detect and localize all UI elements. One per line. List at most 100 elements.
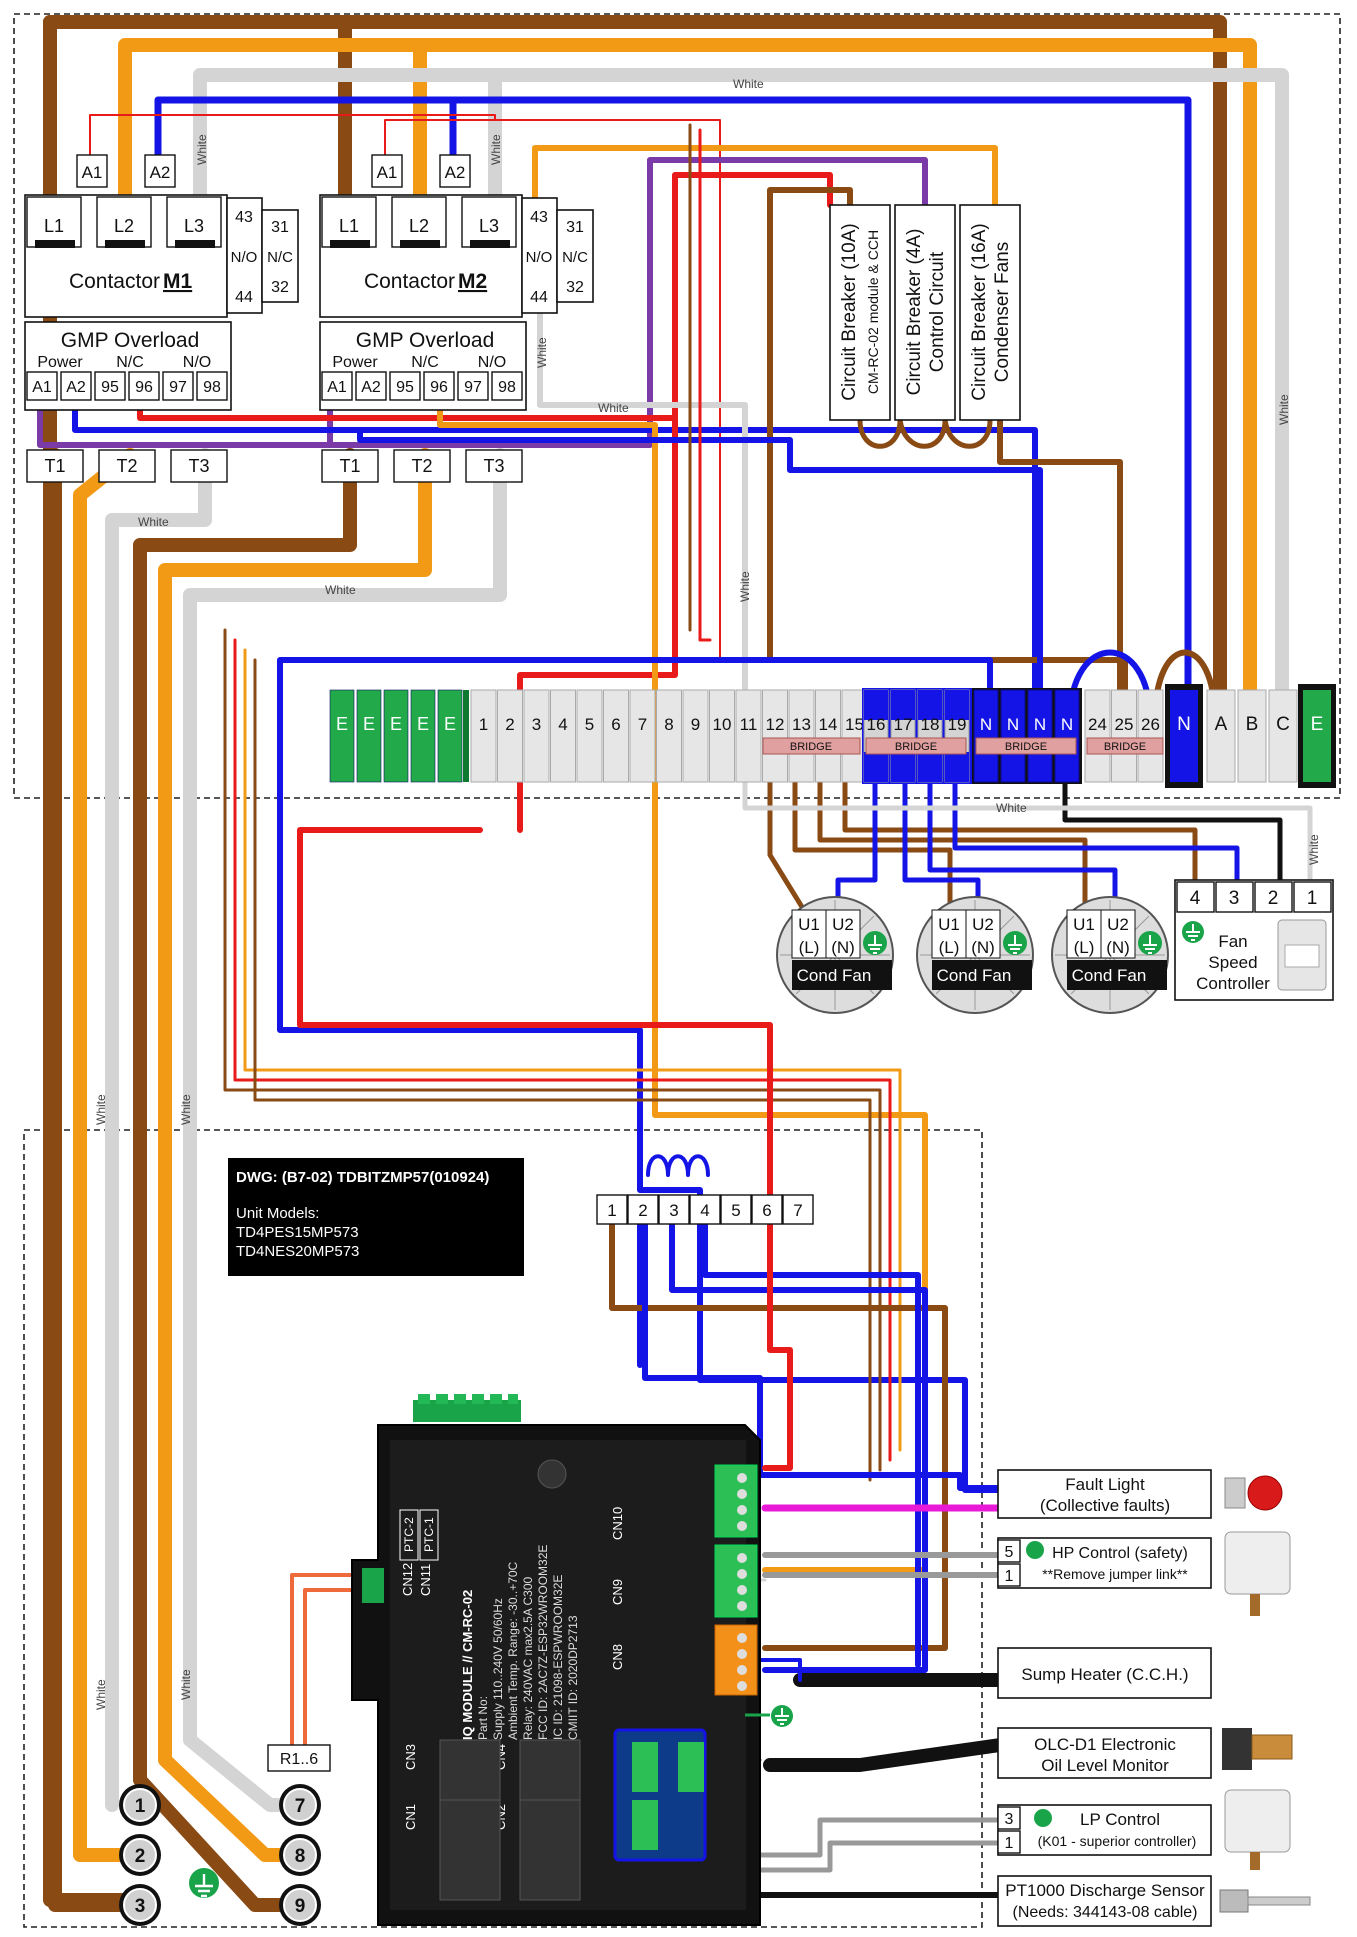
brown-breaker-loops	[857, 417, 993, 449]
brown-fan-supply	[997, 417, 1123, 723]
fan-u1: U1	[798, 915, 820, 934]
blue-terminal: 17	[894, 715, 913, 734]
cn9-label: CN9	[610, 1579, 625, 1605]
junction-terminal: 4	[700, 1201, 709, 1220]
blue-fsc-3	[952, 777, 1240, 888]
cn9-connector	[714, 1544, 758, 1618]
compressor-terminal: 1	[119, 1784, 161, 1826]
aux-44: 44	[235, 289, 253, 306]
junction-terminal: 6	[762, 1201, 771, 1220]
brown-m2-t1	[133, 448, 357, 1912]
red-bundle-2	[698, 128, 712, 642]
earth-terminal: E	[444, 714, 456, 734]
compressor-terminal-label: 8	[295, 1846, 306, 1867]
white-label: White	[325, 583, 356, 597]
overload-nc: N/C	[116, 354, 144, 371]
overload-terminal: 95	[101, 379, 119, 396]
aux-no: N/O	[526, 249, 553, 266]
breaker-subtitle: Condenser Fans	[992, 242, 1013, 382]
output-terminal: T3	[483, 456, 504, 476]
contactor-name: Contactor	[364, 270, 455, 293]
fan-u2: U2	[832, 915, 854, 934]
aux-32: 32	[566, 279, 584, 296]
blue-fault-wire	[277, 657, 1003, 1493]
sump-line: Sump Heater (C.C.H.)	[1021, 1665, 1188, 1684]
hp-line-2: **Remove jumper link**	[1042, 1566, 1188, 1582]
breaker-title: Circuit Breaker (16A)	[969, 223, 990, 400]
red-j6	[762, 1202, 793, 1471]
white-label: White	[598, 401, 629, 415]
red-thin-wire	[89, 114, 496, 161]
fan-u1: U1	[1073, 915, 1095, 934]
phase-terminal: A	[1215, 714, 1228, 735]
breaker-title: Circuit Breaker (4A)	[904, 229, 925, 396]
white-label: White	[179, 1669, 193, 1700]
aux-44: 44	[530, 289, 548, 306]
overload-power: Power	[332, 354, 378, 371]
strip-terminal: 12	[766, 715, 785, 734]
olc-device-image	[1222, 1728, 1252, 1770]
overload-terminal: 96	[135, 379, 153, 396]
orange-supply-wire	[118, 38, 1257, 727]
ptc1-label: PTC-1	[422, 1517, 436, 1552]
fault-line-1: Fault Light	[1065, 1475, 1145, 1494]
blue-j3	[669, 1202, 928, 1673]
blue-junction-loops	[646, 1154, 710, 1177]
aux-43: 43	[530, 209, 548, 226]
white-label: White	[733, 77, 764, 91]
dwg-title: DWG: (B7-02) TDBITZMP57(010924)	[236, 1169, 489, 1186]
fsc-terminal: 2	[1268, 888, 1279, 909]
neutral-terminal: N	[980, 715, 992, 734]
module-info-5: FCC ID: 2AC7Z-ESP32WROOM32E	[536, 1545, 550, 1740]
contactor-name: Contactor	[69, 270, 160, 293]
orange-m2-t2	[158, 448, 432, 1862]
grey-m1-t3	[105, 448, 212, 1812]
cn1-label: CN1	[403, 1804, 418, 1830]
main-earth: E	[1311, 714, 1324, 735]
blue-sump	[743, 1658, 802, 1682]
brown-fan1	[767, 777, 813, 923]
circuit-breaker: Circuit Breaker (16A)Condenser Fans	[959, 204, 1021, 421]
fsc-label-1: Fan	[1218, 932, 1247, 951]
circuit-breaker: Circuit Breaker (4A)Control Circuit	[894, 204, 956, 421]
white-label: White	[179, 1094, 193, 1125]
aux-nc: N/C	[267, 249, 293, 266]
cn2-connector	[519, 1799, 581, 1901]
fan-n: (N)	[831, 938, 855, 957]
contactor-id: M2	[458, 270, 487, 293]
olc-line-1: OLC-D1 Electronic	[1034, 1735, 1176, 1754]
white-label: White	[535, 337, 549, 368]
module-info-7: CMIIT ID: 2020DP2713	[566, 1615, 580, 1740]
aux-nc: N/C	[562, 249, 588, 266]
coil-a1: A1	[377, 163, 398, 182]
bridge-label: BRIDGE	[790, 741, 832, 753]
earth-terminal: E	[363, 714, 375, 734]
strip-terminal: 4	[558, 715, 567, 734]
fault-light-image	[1224, 1477, 1246, 1509]
hp-control-image	[1224, 1531, 1291, 1595]
cn3-label: CN3	[403, 1744, 418, 1770]
white-label: White	[1307, 834, 1321, 865]
module-info-1: Part No:	[476, 1696, 490, 1740]
blue-neutral-wire	[154, 96, 1192, 724]
fsc-terminal: 4	[1190, 888, 1201, 909]
fan-n: (N)	[971, 938, 995, 957]
ptc2-label: PTC-2	[402, 1517, 416, 1552]
grey-white-wire	[537, 297, 748, 723]
fan-n: (N)	[1106, 938, 1130, 957]
fault-line-2: (Collective faults)	[1040, 1496, 1170, 1515]
coil-a2: A2	[150, 163, 171, 182]
purple-control-wire	[327, 157, 928, 448]
olc-connector-2	[678, 1742, 704, 1792]
olc-connector-1	[632, 1742, 658, 1792]
overload-terminal: A2	[361, 379, 381, 396]
wire-labels: White White White White White White Whit…	[94, 77, 1321, 1710]
blue-j2	[642, 1202, 763, 1478]
strip-terminal: 6	[611, 715, 620, 734]
cn11-label: CN11	[418, 1564, 433, 1596]
sump-heater-box	[997, 1647, 1212, 1699]
blue-n-wire	[357, 427, 1043, 723]
